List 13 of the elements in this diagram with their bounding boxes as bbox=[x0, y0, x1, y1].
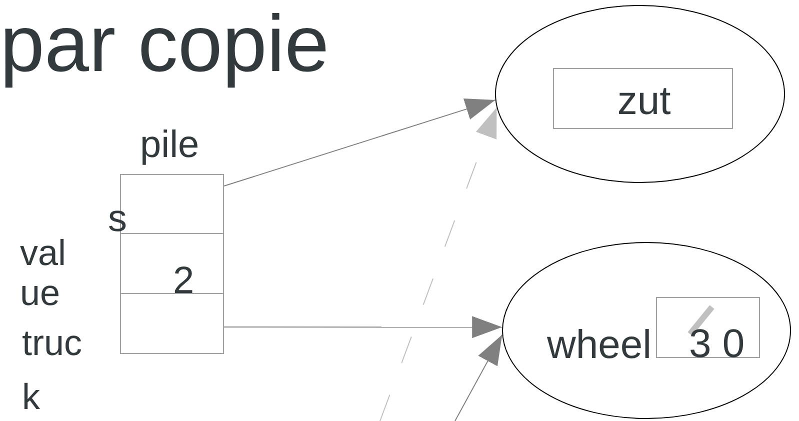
stack-cell: 2 bbox=[120, 233, 224, 294]
arrow bbox=[224, 316, 503, 338]
stack-label: pile bbox=[140, 126, 200, 164]
arrow bbox=[224, 98, 496, 186]
field-box: zut bbox=[553, 68, 733, 129]
variable-name: truc k bbox=[22, 321, 84, 419]
arrow bbox=[454, 334, 503, 421]
arrow bbox=[380, 107, 498, 421]
field-box: 3 0 bbox=[656, 297, 760, 358]
object-ellipse bbox=[495, 5, 785, 183]
stack-cell bbox=[120, 293, 224, 354]
object-ellipse: wheel 3 0 bbox=[502, 242, 791, 419]
variable-name: val ue bbox=[20, 233, 68, 312]
